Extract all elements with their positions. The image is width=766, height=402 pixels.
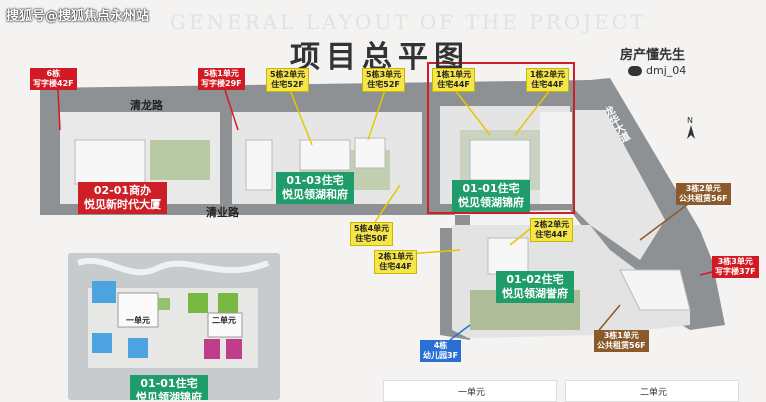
label-b1u2: 1栋2单元 住宅44F (526, 68, 570, 92)
building-5-2 (299, 139, 351, 171)
label-b5u1: 5栋1单元 写字楼29F (198, 68, 245, 90)
building-2 (487, 237, 529, 275)
road-qingye: 清业路 (206, 206, 239, 219)
building-6 (74, 139, 146, 185)
label-b5u3: 5栋3单元 住宅52F (362, 68, 406, 92)
label-b6: 6栋 写字楼42F (30, 68, 77, 90)
inset-parcel-0101: 01-01住宅 悦见领湖锦府 (130, 375, 208, 400)
parcel-0201: 02-01商办 悦见新时代大厦 (78, 182, 167, 214)
selection-box (427, 62, 575, 214)
road-qinglong: 清龙路 (130, 99, 163, 112)
parcel-0102: 01-02住宅 悦见领湖誉府 (496, 271, 574, 303)
brand-handle: dmj_04 (628, 64, 686, 77)
block-right (575, 110, 665, 260)
green-west (150, 140, 210, 180)
parcel-0103: 01-03住宅 悦见领湖和府 (276, 172, 354, 204)
brand-name: 房产懂先生 (620, 48, 686, 63)
building-3 (619, 269, 691, 311)
building-5-1 (245, 139, 273, 191)
label-b3u1: 3栋1单元 公共租赁56F (594, 330, 649, 352)
inset-drawing (68, 253, 280, 400)
watermark: 搜狐号@搜狐焦点永州站 (6, 9, 150, 24)
building-tower-right (540, 112, 572, 204)
parcel-0101: 01-01住宅 悦见领湖锦府 (452, 180, 530, 212)
inset-floor-plan: 一单元 二单元 01-01住宅 悦见领湖锦府 (68, 253, 280, 400)
ghost-title: GENERAL LAYOUT OF THE PROJECT (170, 10, 647, 34)
label-b3u2: 3栋2单元 公共租赁56F (676, 183, 731, 205)
building-5-3 (354, 137, 386, 169)
label-b2u1: 2栋1单元 住宅44F (374, 250, 418, 274)
label-b1u1: 1栋1单元 住宅44F (432, 68, 476, 92)
svg-text:N: N (687, 116, 693, 125)
label-b4: 4栋 幼儿园3F (420, 340, 462, 362)
inset-unit-2: 二单元 (212, 316, 236, 325)
legend-unit-1: 一单元 (458, 388, 486, 398)
label-b5u2: 5栋2单元 住宅52F (266, 68, 310, 92)
legend-unit-2: 二单元 (640, 388, 668, 398)
wechat-icon (628, 65, 642, 76)
handle-text: dmj_04 (646, 64, 687, 77)
label-b2u2: 2栋2单元 住宅44F (530, 218, 574, 242)
north-arrow-icon: N (687, 116, 695, 139)
building-1 (469, 139, 531, 181)
inset-unit-1: 一单元 (126, 316, 150, 325)
label-b5u4: 5栋4单元 住宅50F (350, 222, 394, 246)
label-b3u3: 3栋3单元 写字楼37F (712, 256, 759, 278)
